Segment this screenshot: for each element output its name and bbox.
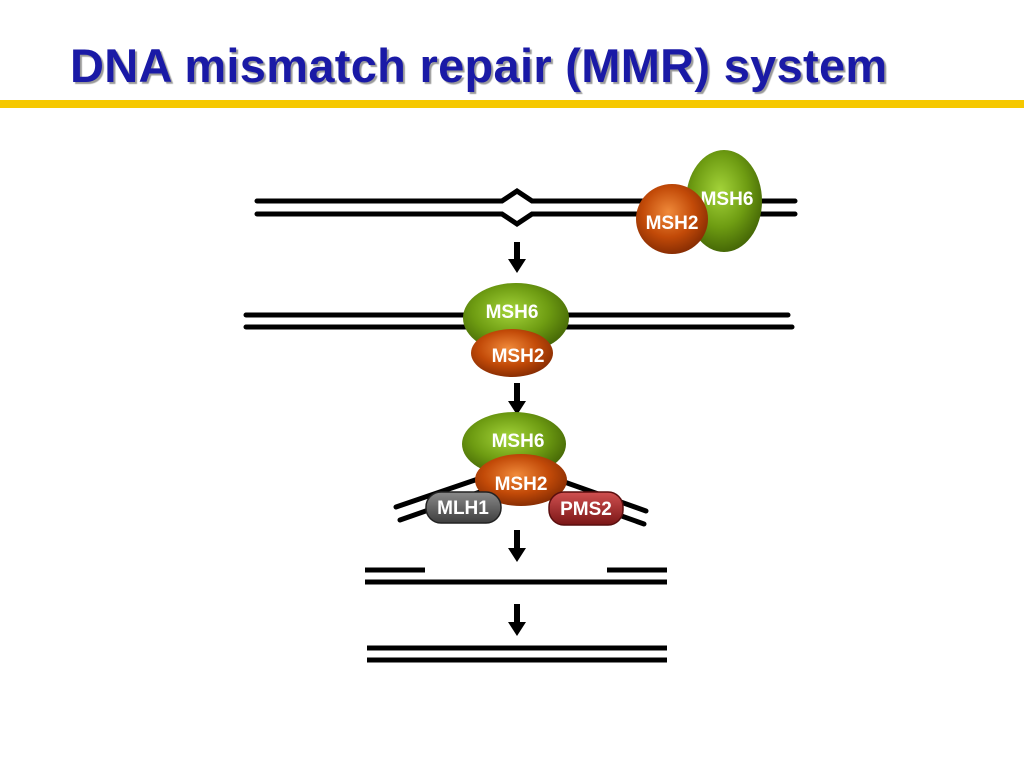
page-title: DNA mismatch repair (MMR) system [70, 39, 888, 92]
arrow-down-icon [508, 383, 526, 415]
msh2-protein-stage-1: MSH2 [636, 184, 708, 254]
msh2-label: MSH2 [492, 346, 545, 367]
mlh1-label: MLH1 [437, 498, 489, 519]
title-underline [0, 100, 1024, 108]
arrow-down-icon [508, 530, 526, 562]
msh2-protein-stage-2: MSH2 [471, 329, 553, 377]
dna-top-strand [254, 187, 798, 204]
mlh1-protein: MLH1 [425, 491, 502, 524]
msh6-label: MSH6 [492, 431, 545, 452]
arrow-down-icon [508, 242, 526, 273]
msh6-label: MSH6 [701, 189, 754, 210]
msh2-label: MSH2 [495, 474, 548, 495]
msh6-label: MSH6 [486, 302, 539, 323]
msh2-protein-stage-3: MSH2 [475, 454, 567, 506]
dna-bottom-strand [254, 211, 798, 228]
msh2-label: MSH2 [646, 213, 699, 234]
arrow-down-icon [508, 604, 526, 636]
pms2-protein: PMS2 [548, 491, 624, 526]
stage-4-dna-gap [365, 567, 667, 585]
stage-5-dna-repaired [367, 645, 667, 663]
pms2-label: PMS2 [560, 499, 612, 520]
stage-1-dna-mismatch [254, 187, 798, 228]
